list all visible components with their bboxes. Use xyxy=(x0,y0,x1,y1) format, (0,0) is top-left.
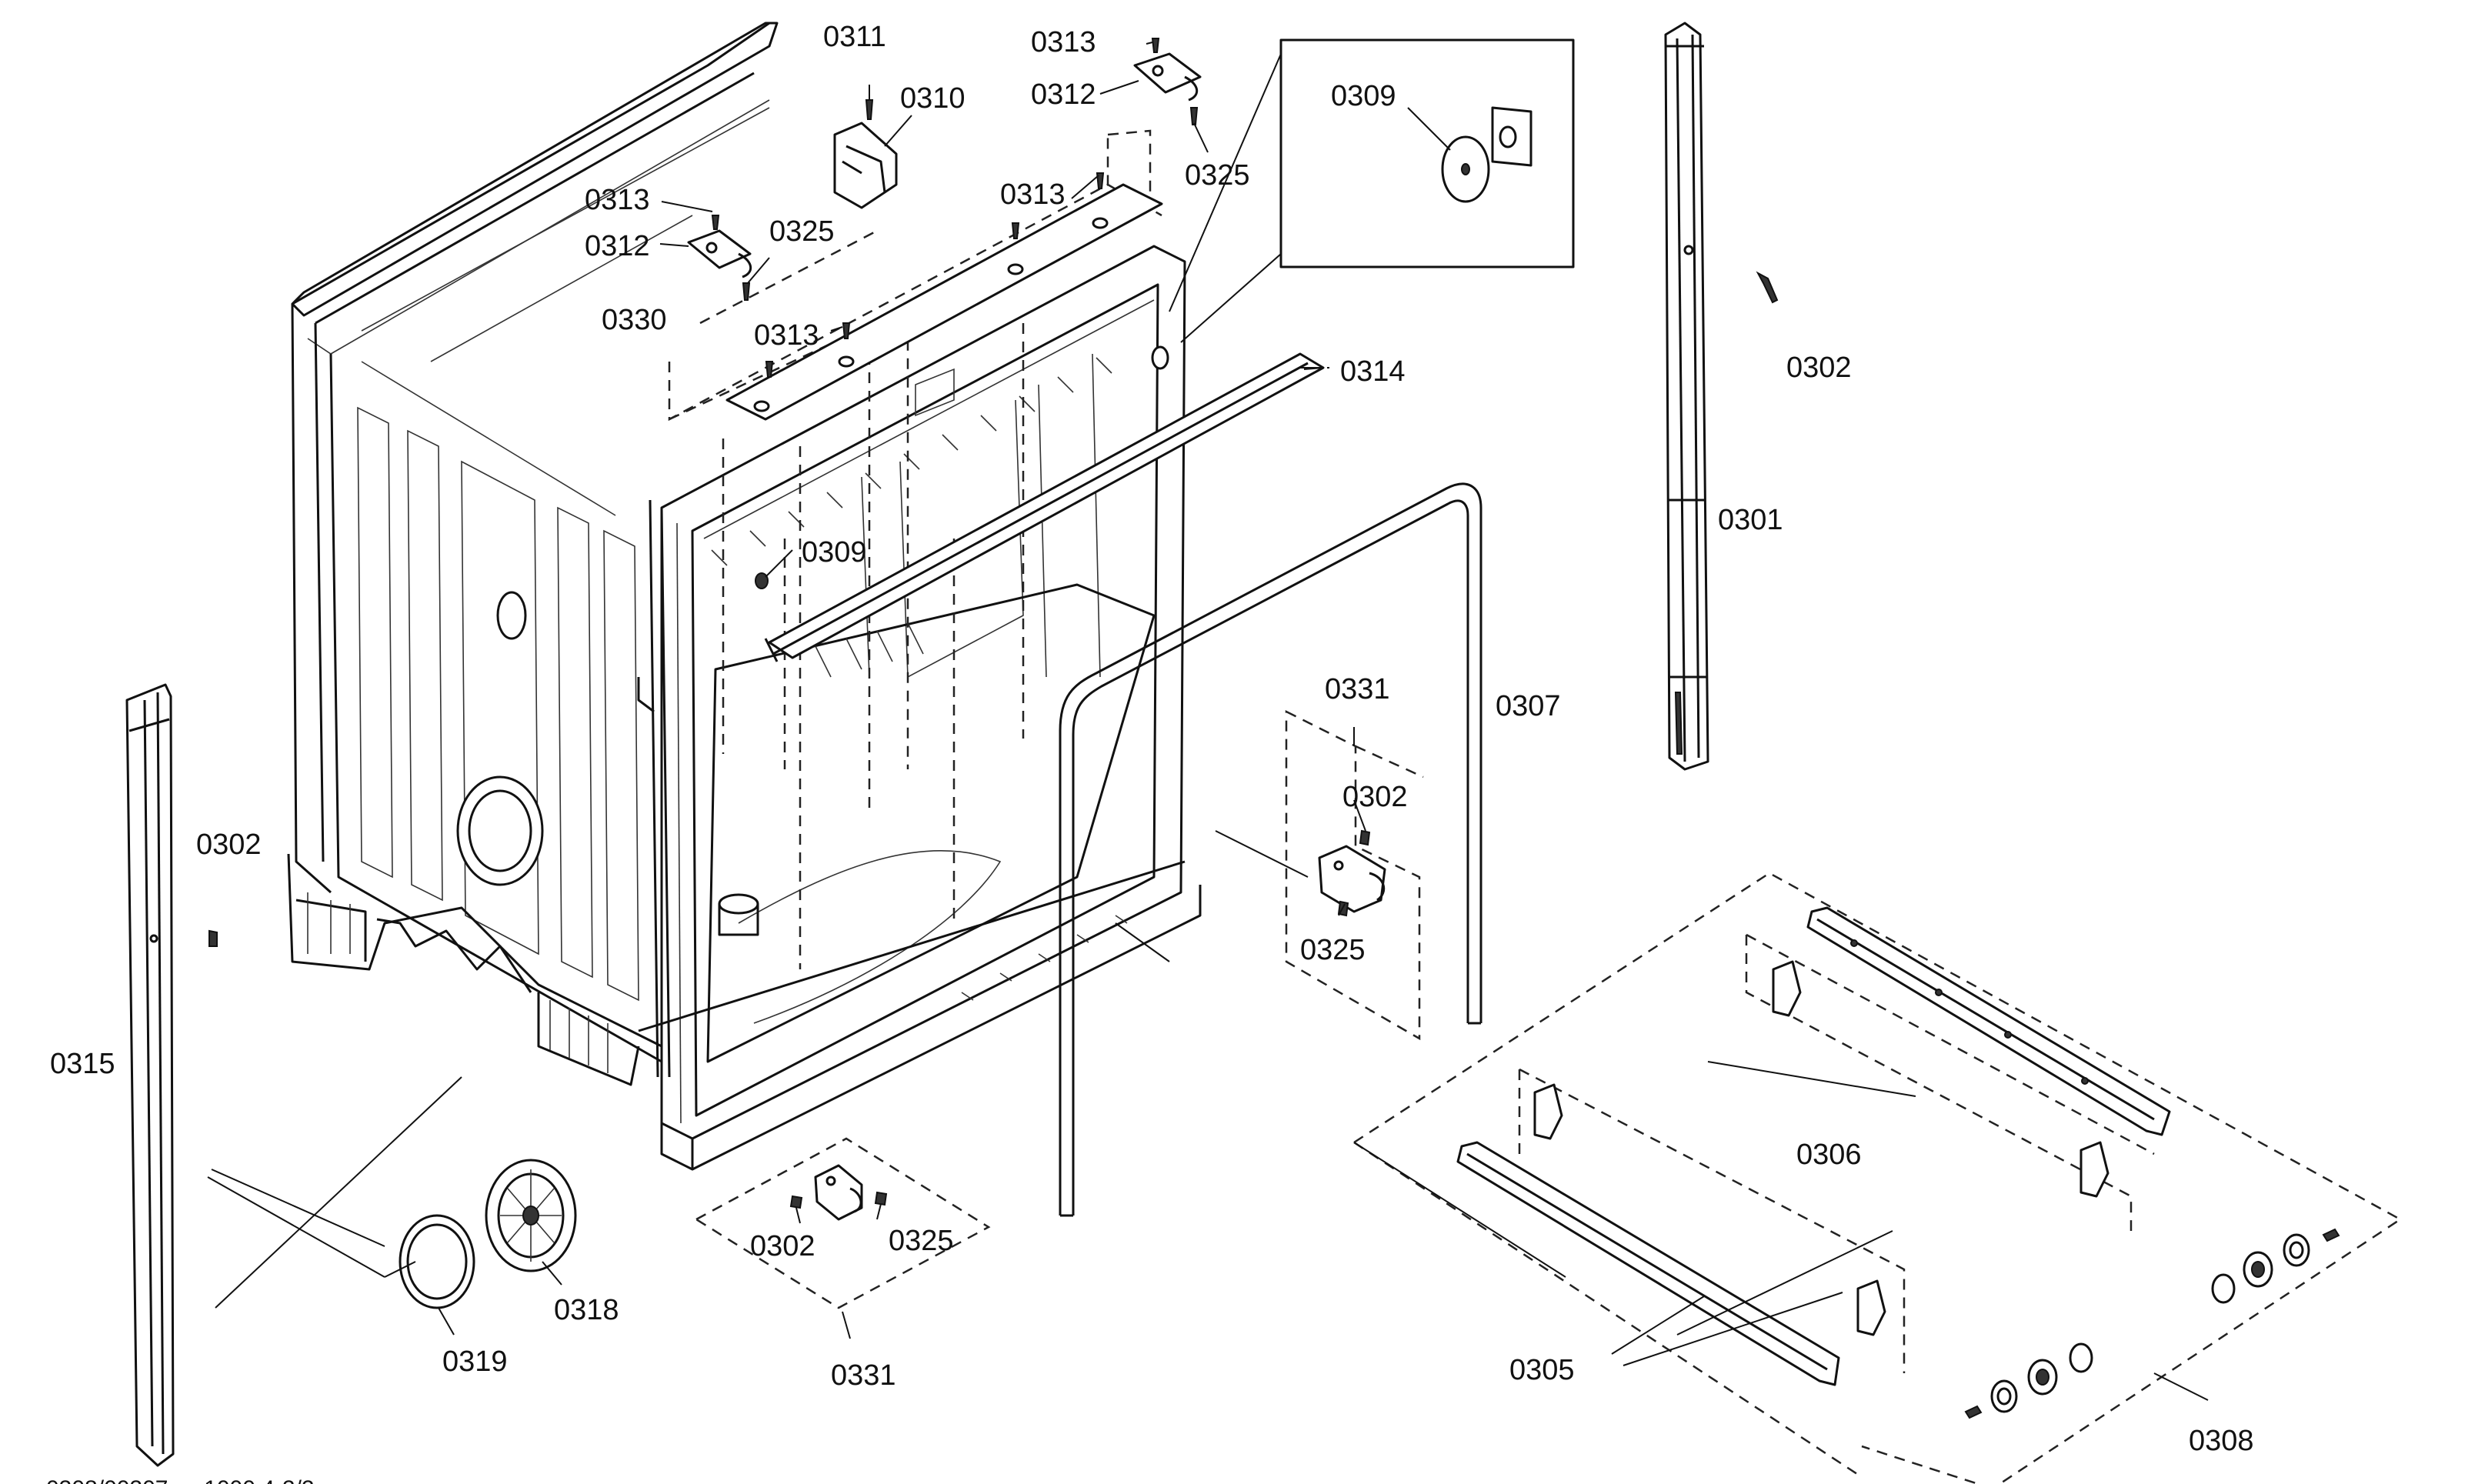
label-0325-bracket: 0325 xyxy=(1300,934,1366,966)
footer-text: …0308/00307 … 1000 4-2/2 xyxy=(23,1476,315,1484)
label-0331-upper: 0331 xyxy=(1325,673,1390,705)
screw-0302-left xyxy=(208,929,218,947)
label-0312-left: 0312 xyxy=(585,230,650,262)
label-0315: 0315 xyxy=(50,1048,115,1080)
label-0312-top: 0312 xyxy=(1031,78,1096,111)
bracket-0331-upper xyxy=(1285,709,1424,1041)
label-0309-inset: 0309 xyxy=(1331,80,1396,112)
door-gasket-0307 xyxy=(1059,482,1482,1217)
label-0325-bottom: 0325 xyxy=(889,1225,954,1257)
label-0301: 0301 xyxy=(1718,504,1783,536)
label-0302-bottom: 0302 xyxy=(750,1230,815,1262)
side-trim-0301 xyxy=(1664,22,1709,771)
inset-0309 xyxy=(1169,38,1575,343)
bracket-0331-lower xyxy=(694,1137,991,1309)
part-labels: 0311 0310 0313 0312 0325 0309 0313 0312 … xyxy=(23,21,2254,1484)
label-0313-left: 0313 xyxy=(585,184,650,216)
label-0305: 0305 xyxy=(1509,1354,1575,1386)
dishwasher-tub xyxy=(287,22,1202,1171)
label-0309-inner: 0309 xyxy=(802,536,867,569)
label-0325-left: 0325 xyxy=(769,215,835,248)
label-0330: 0330 xyxy=(602,304,667,336)
hinge-assembly xyxy=(687,38,1202,421)
label-0313-top: 0313 xyxy=(1031,26,1096,58)
tub-assembly-lines xyxy=(207,129,1309,1309)
label-0313-low: 0313 xyxy=(754,319,819,352)
label-0318: 0318 xyxy=(554,1294,619,1326)
label-0302-left: 0302 xyxy=(196,829,262,861)
label-0306: 0306 xyxy=(1796,1139,1862,1171)
label-0307: 0307 xyxy=(1496,690,1561,722)
label-leaders xyxy=(438,42,2209,1401)
label-0311: 0311 xyxy=(823,21,886,53)
rail-assembly xyxy=(1353,872,2403,1484)
label-0313-mid: 0313 xyxy=(1000,178,1066,211)
label-0302-bracket: 0302 xyxy=(1342,781,1408,813)
vent-parts xyxy=(399,1159,577,1309)
label-0325-top: 0325 xyxy=(1185,159,1250,192)
screw-0302-right xyxy=(1756,271,1779,304)
side-trim-0315 xyxy=(125,683,175,1467)
label-0314: 0314 xyxy=(1340,355,1406,388)
label-0302-right: 0302 xyxy=(1786,352,1852,384)
label-0310: 0310 xyxy=(900,82,966,115)
label-0331-lower: 0331 xyxy=(831,1359,896,1392)
label-0308: 0308 xyxy=(2189,1425,2254,1457)
label-0319: 0319 xyxy=(442,1346,508,1378)
